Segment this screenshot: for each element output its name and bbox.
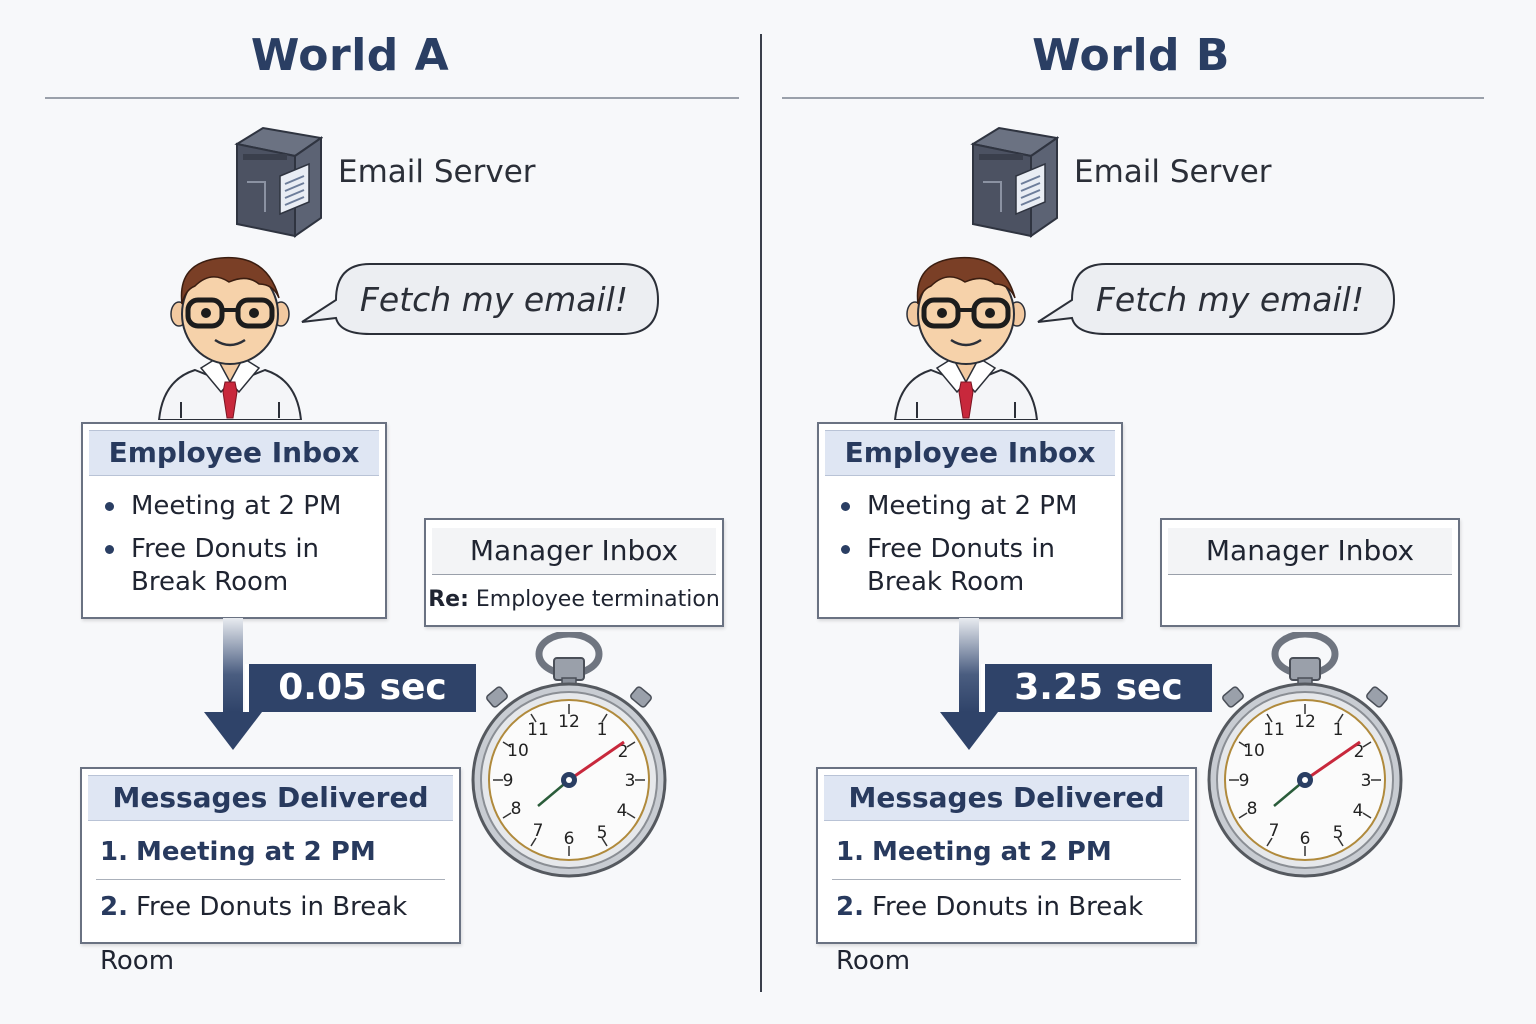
server-icon xyxy=(234,126,323,238)
employee-inbox: Employee Inbox Meeting at 2 PM Free Donu… xyxy=(817,422,1123,619)
svg-text:7: 7 xyxy=(1269,821,1280,841)
svg-text:3: 3 xyxy=(625,771,636,791)
title-rule xyxy=(782,97,1484,99)
server-label: Email Server xyxy=(1074,154,1272,190)
bullet-icon xyxy=(105,545,114,554)
speech-bubble-icon xyxy=(301,263,660,335)
svg-text:9: 9 xyxy=(503,771,514,791)
manager-inbox-item: Re: Employee termination xyxy=(428,587,720,612)
employee-inbox-title: Employee Inbox xyxy=(825,430,1115,476)
world-divider xyxy=(760,34,762,992)
speech-bubble-icon xyxy=(1037,263,1396,335)
svg-text:6: 6 xyxy=(564,829,575,849)
svg-text:2: 2 xyxy=(618,742,629,762)
bullet-icon xyxy=(105,502,114,511)
messages-delivered-title: Messages Delivered xyxy=(88,775,453,821)
person-icon xyxy=(157,256,303,420)
svg-text:12: 12 xyxy=(558,712,580,732)
down-arrow-icon xyxy=(940,618,998,750)
svg-text:4: 4 xyxy=(617,801,628,821)
svg-text:10: 10 xyxy=(507,741,529,761)
list-item: Meeting at 2 PM xyxy=(105,490,385,523)
list-item: 2.Free Donuts in Break Room xyxy=(836,892,1144,976)
messages-delivered: Messages Delivered 1.Meeting at 2 PM 2.F… xyxy=(80,767,461,976)
list-item: Meeting at 2 PM xyxy=(841,490,1121,523)
list-item: Free Donuts in Break Room xyxy=(841,533,1121,599)
timing-badge: 0.05 sec xyxy=(245,664,476,712)
svg-text:9: 9 xyxy=(1239,771,1250,791)
list-item: 1.Meeting at 2 PM xyxy=(96,825,445,880)
speech-text: Fetch my email! xyxy=(359,280,629,319)
person-icon xyxy=(893,256,1039,420)
list-item: 2.Free Donuts in Break Room xyxy=(100,892,408,976)
svg-text:2: 2 xyxy=(1354,742,1365,762)
title-rule xyxy=(45,97,739,99)
svg-text:4: 4 xyxy=(1353,801,1364,821)
svg-text:11: 11 xyxy=(1263,720,1285,740)
world-a-panel: World A Email Server Fetch my em xyxy=(0,0,760,1024)
employee-inbox: Employee Inbox Meeting at 2 PM Free Donu… xyxy=(81,422,387,619)
svg-text:5: 5 xyxy=(1333,823,1344,843)
svg-text:8: 8 xyxy=(1247,799,1258,819)
world-title: World B xyxy=(1032,30,1230,81)
stopwatch-icon: 12 1 2 3 4 5 6 7 8 9 10 11 xyxy=(471,632,667,878)
list-item: Free Donuts in Break Room xyxy=(105,533,385,599)
bullet-icon xyxy=(841,502,850,511)
down-arrow-icon xyxy=(204,618,262,750)
world-b-panel: World B Email Server Fetch my em xyxy=(736,0,1496,1024)
svg-text:5: 5 xyxy=(597,823,608,843)
svg-text:3: 3 xyxy=(1361,771,1372,791)
messages-delivered-title: Messages Delivered xyxy=(824,775,1189,821)
speech-text: Fetch my email! xyxy=(1095,280,1365,319)
manager-inbox: Manager Inbox xyxy=(1160,518,1460,627)
svg-text:10: 10 xyxy=(1243,741,1265,761)
svg-text:12: 12 xyxy=(1294,712,1316,732)
svg-text:7: 7 xyxy=(533,821,544,841)
svg-text:1: 1 xyxy=(1333,720,1344,740)
svg-text:11: 11 xyxy=(527,720,549,740)
svg-text:1: 1 xyxy=(597,720,608,740)
employee-inbox-title: Employee Inbox xyxy=(89,430,379,476)
server-icon xyxy=(970,126,1059,238)
stopwatch-icon: 12 1 2 3 4 5 6 7 8 9 10 11 xyxy=(1207,632,1403,878)
server-label: Email Server xyxy=(338,154,536,190)
list-item: 1.Meeting at 2 PM xyxy=(832,825,1181,880)
bullet-icon xyxy=(841,545,850,554)
manager-inbox: Manager Inbox Re: Employee termination xyxy=(424,518,724,627)
messages-delivered: Messages Delivered 1.Meeting at 2 PM 2.F… xyxy=(816,767,1197,976)
svg-text:6: 6 xyxy=(1300,829,1311,849)
manager-inbox-title: Manager Inbox xyxy=(1168,528,1452,575)
svg-text:8: 8 xyxy=(511,799,522,819)
world-title: World A xyxy=(250,30,450,81)
timing-badge: 3.25 sec xyxy=(981,664,1212,712)
manager-inbox-title: Manager Inbox xyxy=(432,528,716,575)
